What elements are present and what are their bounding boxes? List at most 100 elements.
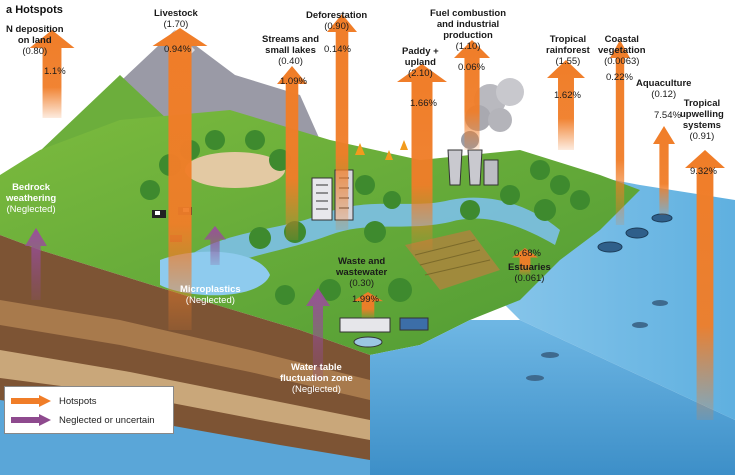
paddy-percent: 1.66%	[410, 98, 437, 109]
paddy-value: (2.10)	[407, 68, 433, 79]
fuel-arrow	[454, 40, 490, 150]
waste-name-line: wastewater	[336, 267, 388, 278]
n-deposition-name-line: on land	[17, 35, 52, 46]
streams-arrow	[277, 66, 307, 240]
rainforest-percent: 1.62%	[554, 90, 581, 101]
paddy-label: Paddy +upland(2.10)	[402, 46, 439, 79]
legend-neglected-text: Neglected or uncertain	[59, 414, 155, 426]
legend: Hotspots Neglected or uncertain	[4, 386, 174, 434]
streams-percent: 1.09%	[280, 76, 307, 87]
streams-name-line: small lakes	[265, 45, 316, 56]
n-deposition-name-line: N deposition	[6, 24, 64, 35]
trees	[140, 130, 590, 305]
fuel-value: (1.10)	[455, 41, 481, 52]
deforestation-arrow	[327, 14, 357, 230]
bedrock-value: (Neglected)	[6, 204, 56, 215]
microplastics-name-line: Microplastics	[180, 284, 241, 295]
rainforest-name-line: Tropical	[549, 34, 587, 45]
flux-arrows	[25, 14, 725, 420]
purple-arrow-icon	[11, 414, 51, 426]
waste-arrow	[353, 292, 383, 318]
waste-name-line: Waste and	[338, 256, 386, 267]
estuaries-arrow	[512, 248, 538, 275]
legend-neglected: Neglected or uncertain	[11, 412, 155, 428]
microplastics-value: (Neglected)	[185, 295, 235, 306]
upwelling-percent: 9.32%	[690, 166, 717, 177]
legend-hotspots: Hotspots	[11, 393, 97, 409]
aquaculture-value: (0.12)	[651, 89, 677, 100]
paddy-name-line: Paddy +	[402, 46, 439, 57]
panel-title: a Hotspots	[6, 4, 63, 16]
livestock-percent: 0.94%	[164, 44, 191, 55]
sea-front	[370, 320, 735, 475]
bedrock-name-line: weathering	[6, 193, 57, 204]
rainforest-arrow	[547, 60, 585, 150]
microplastics-arrow	[204, 226, 226, 265]
estuaries-label: Estuaries(0.061)	[508, 262, 551, 284]
coastal-percent: 0.22%	[606, 72, 633, 83]
deforestation-value: (0.90)	[324, 21, 350, 32]
n-deposition-value: (0.80)	[22, 46, 48, 57]
water-table-name-line: Water table	[290, 362, 342, 373]
aquaculture-label: Aquaculture(0.12)	[636, 78, 691, 100]
fuel-name-line: and industrial	[436, 19, 500, 30]
waste-percent: 1.99%	[352, 294, 379, 305]
aquaculture-name-line: Aquaculture	[636, 78, 692, 89]
n-deposition-arrow	[29, 30, 75, 118]
livestock-value: (1.70)	[163, 19, 189, 30]
bedrock-arrow	[25, 228, 47, 300]
deforestation-percent: 0.14%	[324, 44, 351, 55]
treatment-plant	[339, 317, 429, 348]
estuaries-percent: 0.68%	[514, 248, 541, 259]
upwelling-arrow	[685, 150, 725, 420]
legend-hotspots-text: Hotspots	[59, 395, 97, 407]
upwelling-name-line: upwelling	[680, 109, 724, 120]
rainforest-name-line: rainforest	[546, 45, 590, 56]
fuel-name-line: production	[443, 30, 493, 41]
paddy-arrow	[397, 64, 447, 250]
aquaculture-arrow	[653, 126, 675, 215]
pasture	[185, 152, 285, 188]
water-table-name-line: fluctuation zone	[280, 373, 353, 384]
upwelling-name-line: systems	[682, 120, 721, 131]
aquaculture-percent: 7.54%	[654, 110, 681, 121]
livestock-name-line: Livestock	[154, 8, 198, 19]
livestock-arrow	[152, 28, 208, 330]
streams-value: (0.40)	[278, 56, 303, 67]
panel-letter: a	[6, 4, 13, 16]
estuaries-name-line: Estuaries	[508, 262, 551, 273]
coastal-name-line: Coastal	[604, 34, 639, 45]
deforestation-label: Deforestation(0.90)	[306, 10, 367, 32]
fuel-name-line: Fuel combustion	[430, 8, 506, 19]
fish	[526, 300, 668, 381]
bedrock-name-line: Bedrock	[12, 182, 51, 193]
water-table-arrow	[306, 288, 330, 380]
coastal-name-line: vegetation	[598, 45, 646, 56]
rainforest-value: (1.55)	[555, 56, 581, 67]
waste-value: (0.30)	[349, 278, 375, 289]
orange-arrow-icon	[11, 395, 51, 407]
livestock-label: Livestock(1.70)	[154, 8, 198, 30]
power-plant	[447, 149, 499, 186]
streams-name-line: Streams and	[262, 34, 320, 45]
deforestation-name-line: Deforestation	[306, 10, 368, 21]
n-deposition-percent: 1.1%	[44, 66, 66, 77]
water-table-value: (Neglected)	[291, 384, 341, 395]
paddy-name-line: upland	[404, 57, 436, 68]
coastal-value: (0.0063)	[604, 56, 640, 67]
aquaculture-ponds	[597, 213, 673, 253]
estuaries-value: (0.061)	[514, 273, 545, 284]
microplastics-label: Microplastics(Neglected)	[180, 284, 241, 306]
upwelling-name-line: Tropical	[683, 98, 721, 109]
panel-title-text: Hotspots	[15, 4, 63, 16]
